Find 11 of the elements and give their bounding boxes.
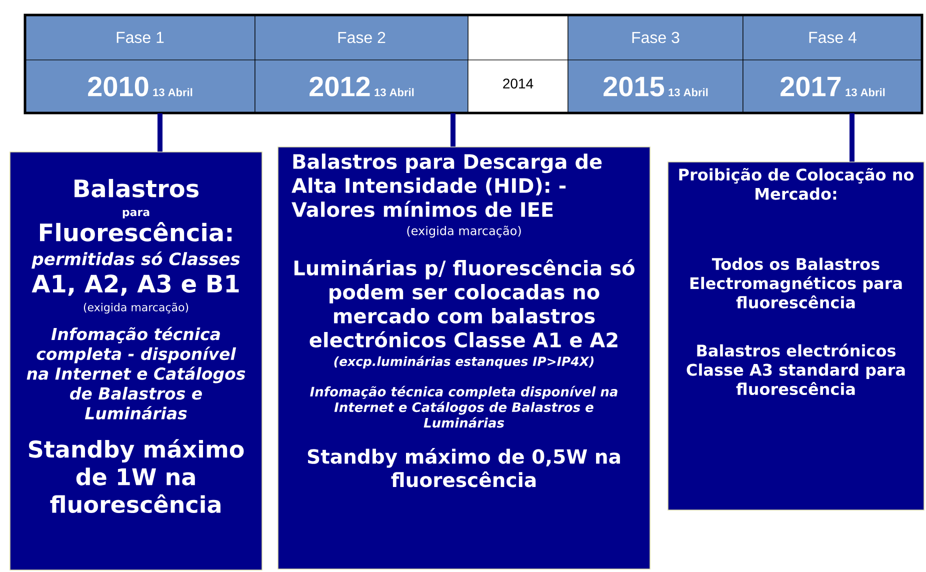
- phase-cell: Fase 3: [568, 14, 744, 60]
- connector-line: [450, 113, 456, 147]
- requirement-box: Balastros para Fluorescência: permitidas só Classes A1, A2, A3 e B1 (exigida marcação) Infomação técnica completa - disponível na Internet e Catálogos de Balastros e Luminárias Standby máximo de 1W na fluorescência: [10, 152, 262, 570]
- requirement-box: Proibição de Colocação no Mercado: Todos os Balastros Electromagnéticos para fluorescência Balastros electrónicos Classe A3 standard para fluorescência: [668, 162, 924, 510]
- phase-cell: Fase 2: [254, 14, 468, 60]
- requirement-box: Balastros para Descarga de Alta Intensidade (HID): - Valores mínimos de IEE (exigida marcação) Luminárias p/ fluorescência só podem ser colocadas no mercado com balastros electrónicos Classe A1 e A2 (excp.luminárias estanques IP>IP4X) Infomação técnica completa disponível na Internet e Catálogos de Balastros e Luminárias Standby máximo de 0,5W na fluorescência: [278, 146, 650, 570]
- date-cell: 2014: [468, 60, 568, 114]
- phase-cell: Fase 4: [742, 14, 922, 60]
- connector-line: [158, 113, 162, 152]
- phase-cell: Fase 1: [24, 14, 256, 60]
- connector-line: [850, 113, 854, 162]
